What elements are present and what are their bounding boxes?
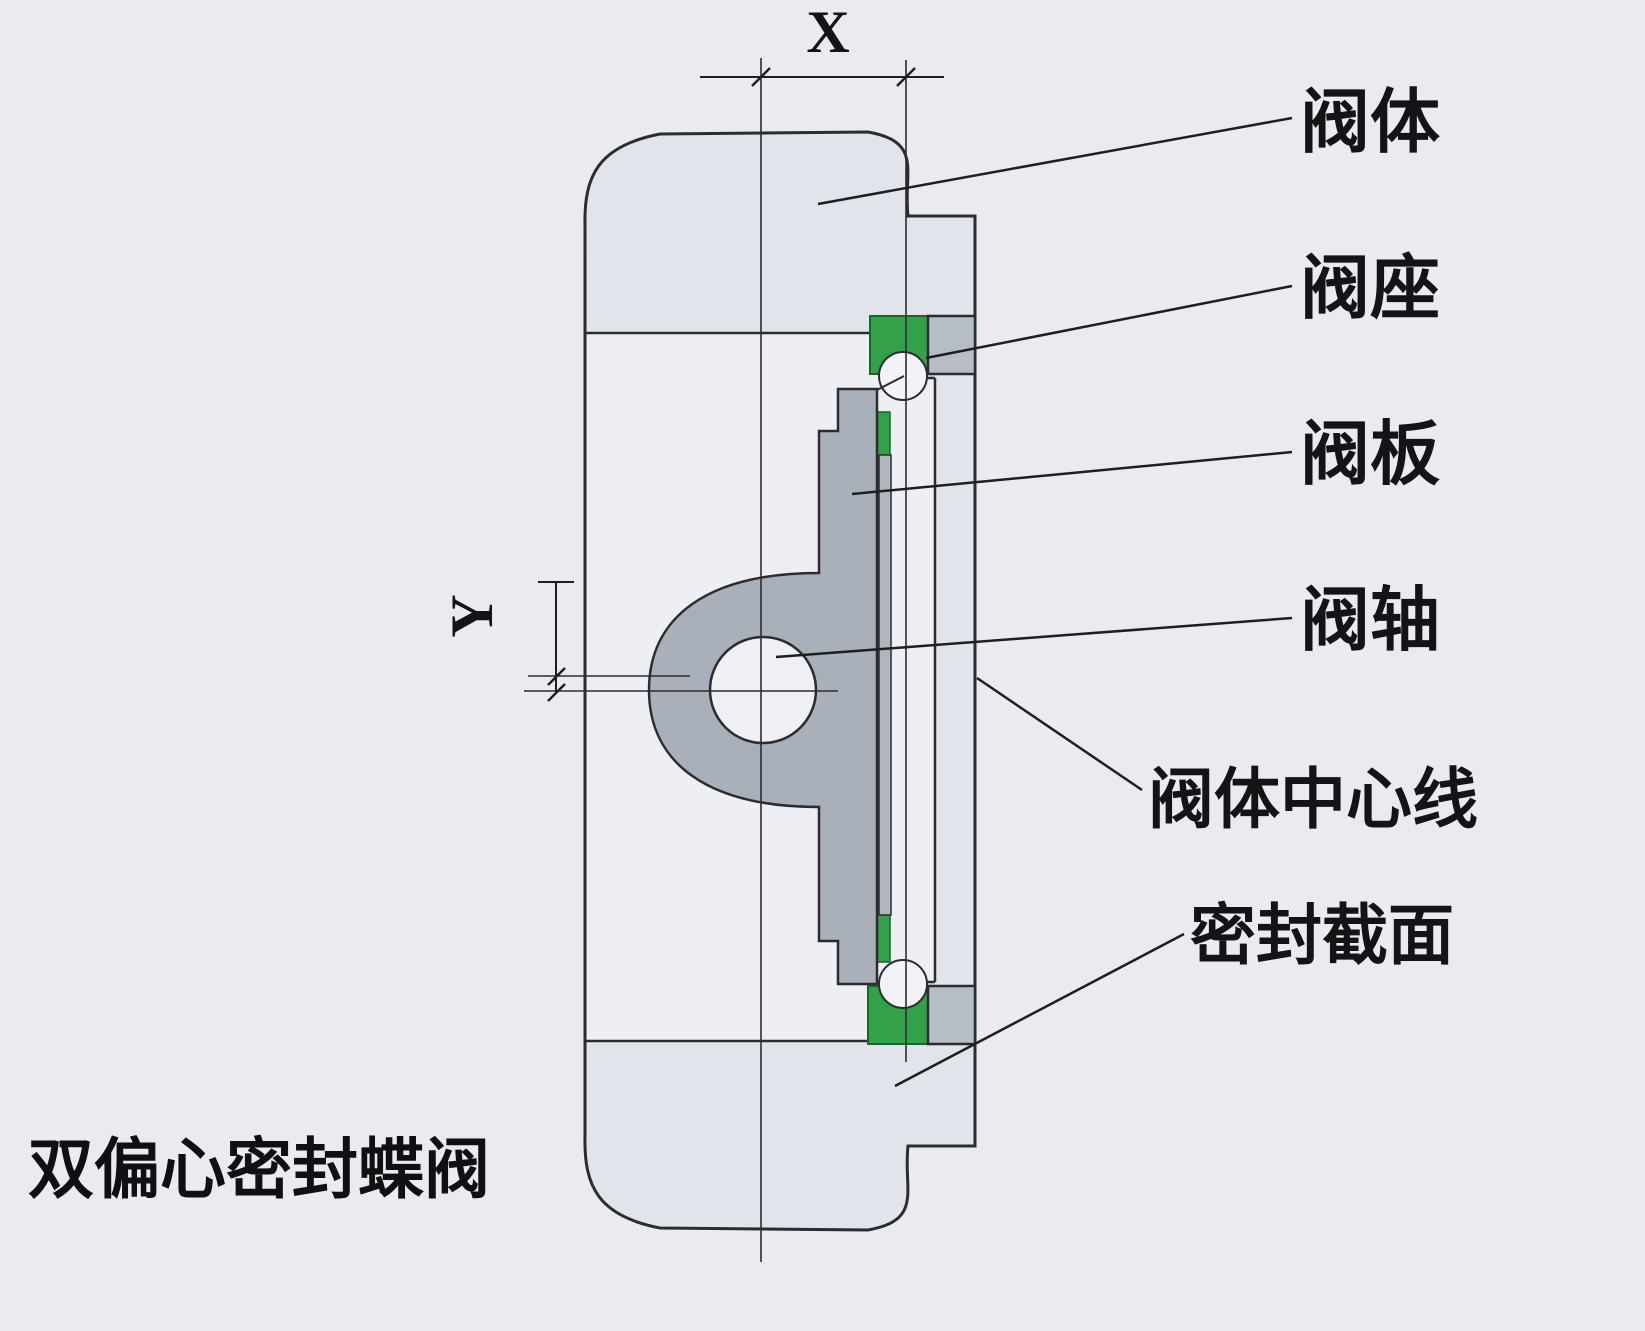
leader-valve-seat [925, 284, 1293, 360]
y-dimension-tick-upper [547, 667, 566, 686]
bottom-seat-retainer [926, 984, 977, 1046]
leader-valve-body [817, 116, 1293, 206]
label-body-centerline: 阀体中心线 [1148, 764, 1478, 837]
diagram-title: 双偏心密封蝶阀 [28, 1132, 490, 1206]
label-seal-section: 密封截面 [1190, 900, 1454, 973]
label-valve-plate: 阀板 [1300, 417, 1440, 494]
leader-seal-section [894, 932, 1185, 1088]
leader-valve-plate [851, 450, 1293, 496]
y-dimension-tick-lower [547, 683, 566, 702]
leader-valve-shaft [775, 616, 1293, 659]
x-dimension-tick-right [896, 67, 916, 87]
label-valve-shaft: 阀轴 [1300, 583, 1440, 660]
x-dimension-label: X [806, 0, 849, 65]
x-dimension-tick-left [751, 67, 771, 87]
plate-seat-chamfer-line [876, 375, 905, 391]
valve-shaft-hole [708, 635, 818, 745]
bottom-seal-notch [878, 959, 928, 1009]
y-dimension-label: Y [439, 594, 505, 637]
top-seat-retainer [926, 314, 977, 376]
leader-body-centerline [976, 676, 1143, 792]
disc-edge-retainer-strip [878, 454, 892, 916]
label-valve-seat: 阀座 [1300, 250, 1440, 328]
seat-bore-area [906, 378, 935, 982]
label-valve-body: 阀体 [1300, 85, 1440, 162]
